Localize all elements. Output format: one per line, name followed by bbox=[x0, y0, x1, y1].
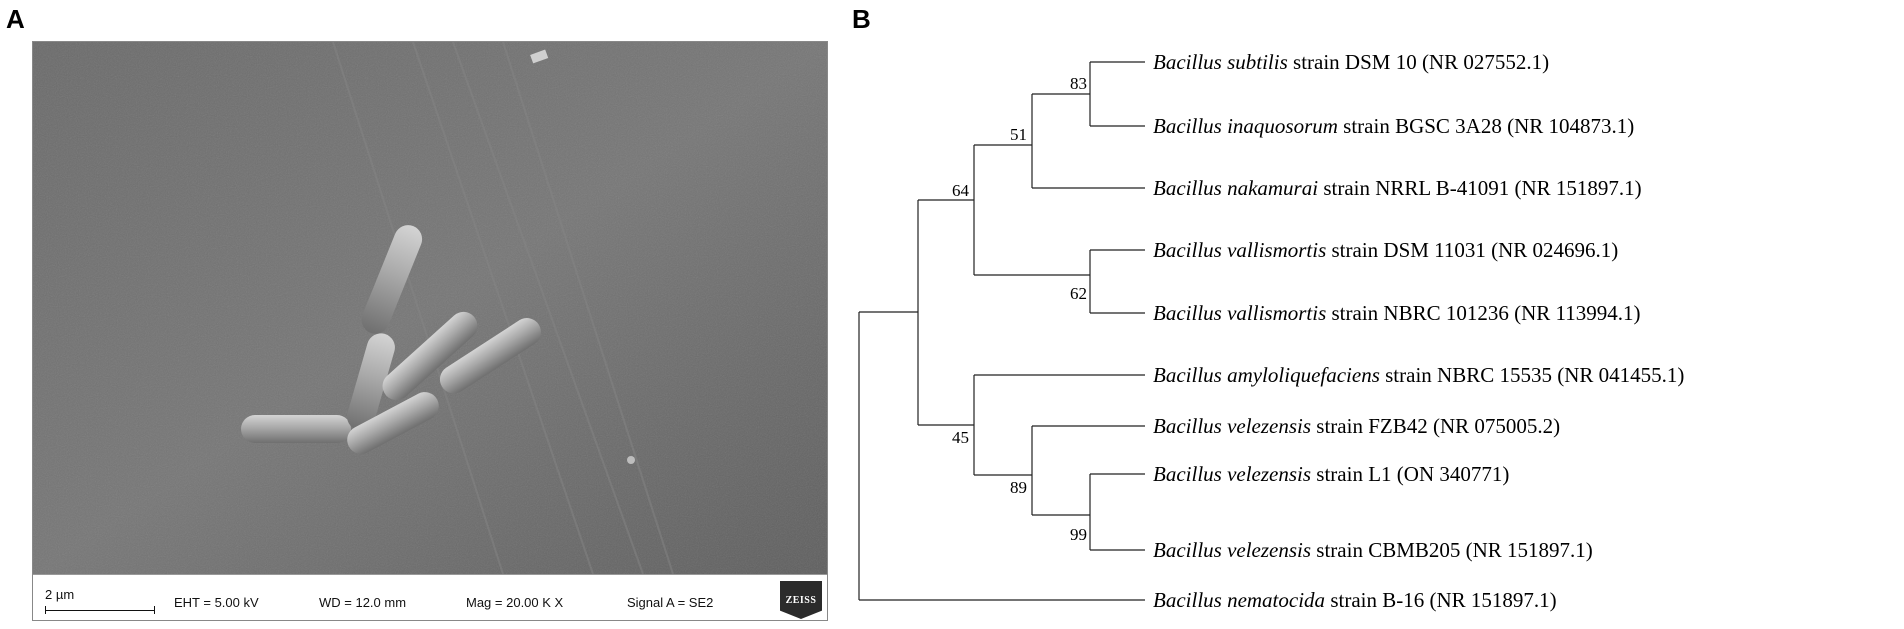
taxon-label: Bacillus velezensis strain FZB42 (NR 075… bbox=[1153, 414, 1560, 438]
taxon-label: Bacillus amyloliquefaciens strain NBRC 1… bbox=[1153, 363, 1684, 387]
taxon-label: Bacillus subtilis strain DSM 10 (NR 0275… bbox=[1153, 50, 1549, 74]
taxon-label: Bacillus inaquosorum strain BGSC 3A28 (N… bbox=[1153, 114, 1634, 138]
bacterial-rods bbox=[241, 225, 541, 454]
sem-noise bbox=[33, 42, 827, 574]
branch-root-nematocida bbox=[858, 312, 1145, 601]
rod-cell bbox=[347, 333, 395, 431]
taxon-label: Bacillus velezensis strain L1 (ON 340771… bbox=[1153, 462, 1509, 486]
bootstrap-value: 45 bbox=[952, 428, 969, 447]
rod-cell bbox=[241, 415, 351, 443]
sem-micrograph: 2 µm EHT = 5.00 kV WD = 12.0 mm Mag = 20… bbox=[32, 41, 828, 621]
bootstrap-value: 99 bbox=[1070, 525, 1087, 544]
rod-cell bbox=[439, 318, 541, 394]
taxon-label: Bacillus velezensis strain CBMB205 (NR 1… bbox=[1153, 538, 1593, 562]
tree-branches bbox=[858, 61, 1145, 601]
substrate-streaks bbox=[332, 42, 674, 574]
bootstrap-value: 83 bbox=[1070, 74, 1087, 93]
phylogenetic-tree: 83 51 64 62 45 89 99 Bacillus subtilis s… bbox=[858, 50, 1684, 612]
bootstrap-value: 62 bbox=[1070, 284, 1087, 303]
taxon-label: Bacillus vallismortis strain NBRC 101236… bbox=[1153, 301, 1640, 325]
panel-a-label: A bbox=[6, 4, 25, 34]
bootstrap-value: 64 bbox=[952, 181, 970, 200]
mag-value: Mag = 20.00 K X bbox=[466, 595, 564, 610]
signal-value: Signal A = SE2 bbox=[627, 595, 714, 610]
wd-value: WD = 12.0 mm bbox=[319, 595, 407, 610]
bootstrap-value: 51 bbox=[1010, 125, 1027, 144]
taxon-label: Bacillus nakamurai strain NRRL B-41091 (… bbox=[1153, 176, 1642, 200]
scale-bar-label: 2 µm bbox=[45, 587, 75, 602]
rod-cell bbox=[347, 392, 439, 454]
sem-info-bar: 2 µm EHT = 5.00 kV WD = 12.0 mm Mag = 20… bbox=[33, 574, 827, 620]
rod-cell bbox=[382, 311, 478, 401]
rod-cell bbox=[361, 225, 423, 334]
debris-particle bbox=[530, 49, 549, 64]
eht-value: EHT = 5.00 kV bbox=[174, 595, 259, 610]
bootstrap-value: 89 bbox=[1010, 478, 1027, 497]
zeiss-logo: ZEISS bbox=[780, 581, 822, 619]
taxon-label: Bacillus nematocida strain B-16 (NR 1518… bbox=[1153, 588, 1557, 612]
debris-particle bbox=[627, 456, 635, 464]
panel-b-label: B bbox=[852, 4, 871, 34]
sem-image bbox=[33, 42, 827, 574]
taxon-label: Bacillus vallismortis strain DSM 11031 (… bbox=[1153, 238, 1618, 262]
scale-bar bbox=[45, 606, 155, 614]
